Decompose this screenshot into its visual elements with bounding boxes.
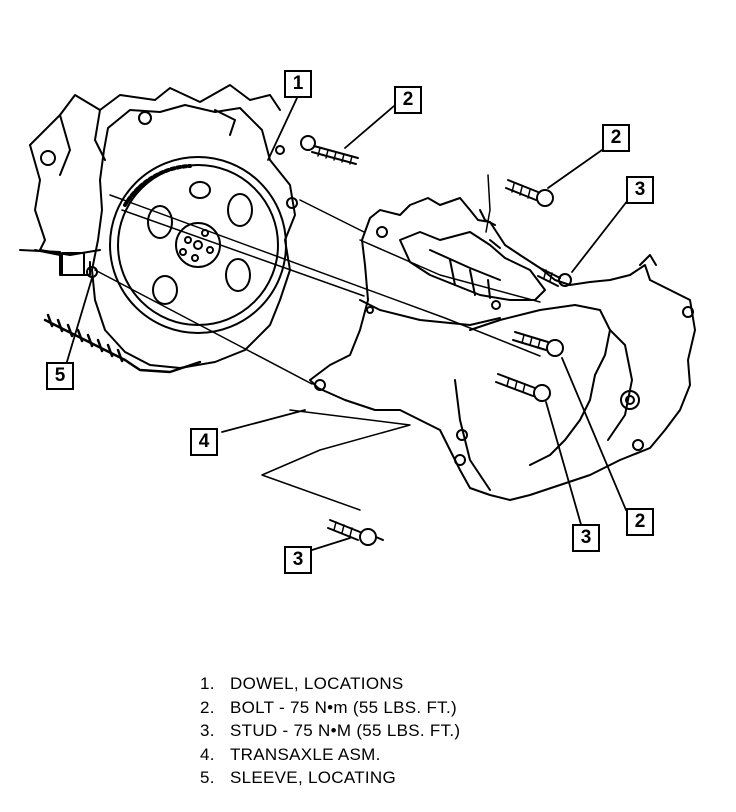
oil-pan-ribs [43, 313, 202, 374]
legend-item-number: 1. [200, 674, 215, 693]
legend-item-number: 4. [200, 744, 215, 764]
legend-item: 3. STUD - 75 N•M (55 LBS. FT.) [200, 719, 460, 743]
callout-3-stud-bottom-left: 3 [284, 546, 312, 574]
legend-item-text: BOLT - 75 N•m (55 LBS. FT.) [230, 697, 457, 717]
legend-item-text: TRANSAXLE ASM. [230, 744, 381, 764]
callout-3-stud-top-right: 3 [626, 176, 654, 204]
legend-item-text: STUD - 75 N•M (55 LBS. FT.) [230, 721, 461, 740]
stud-bottom [327, 519, 384, 546]
legend-item: 5. SLEEVE, LOCATING [200, 766, 460, 790]
callout-3-stud-bottom-right: 3 [572, 524, 600, 552]
flexplate [109, 156, 287, 334]
callout-2-bolt-right-bottom: 2 [626, 508, 654, 536]
callout-2-bolt-top: 2 [394, 86, 422, 114]
legend-item-number: 5. [200, 768, 215, 787]
parts-legend: 1. DOWEL, LOCATIONS 2. BOLT - 75 N•m (55 L… [200, 672, 460, 790]
callout-1-dowel: 1 [284, 70, 312, 98]
legend-item-number: 3. [200, 721, 215, 740]
callout-4-transaxle: 4 [190, 428, 218, 456]
legend-item: 4. TRANSAXLE ASM. [200, 743, 460, 767]
callout-5-sleeve: 5 [46, 362, 74, 390]
bolt-top-left [300, 135, 359, 165]
legend-item: 1. DOWEL, LOCATIONS [200, 672, 460, 696]
stud-reference-lines [261, 174, 491, 511]
bolt-top-right [505, 179, 554, 207]
legend-item-text: DOWEL, LOCATIONS [230, 674, 404, 693]
stud-top-right [537, 267, 572, 287]
legend-item-number: 2. [200, 697, 215, 717]
leader-lines [65, 97, 629, 551]
transaxle-housing [309, 197, 696, 501]
stud-mid [495, 373, 551, 402]
callout-2-bolt-right-top: 2 [602, 124, 630, 152]
engine-bellhousing-flange [91, 104, 298, 369]
locating-sleeve [61, 252, 98, 278]
legend-item: 2. BOLT - 75 N•m (55 LBS. FT.) [200, 696, 460, 720]
engine-block [19, 84, 281, 276]
bolt-right [512, 331, 564, 357]
legend-item-text: SLEEVE, LOCATING [230, 768, 397, 787]
alignment-lines [94, 194, 541, 385]
